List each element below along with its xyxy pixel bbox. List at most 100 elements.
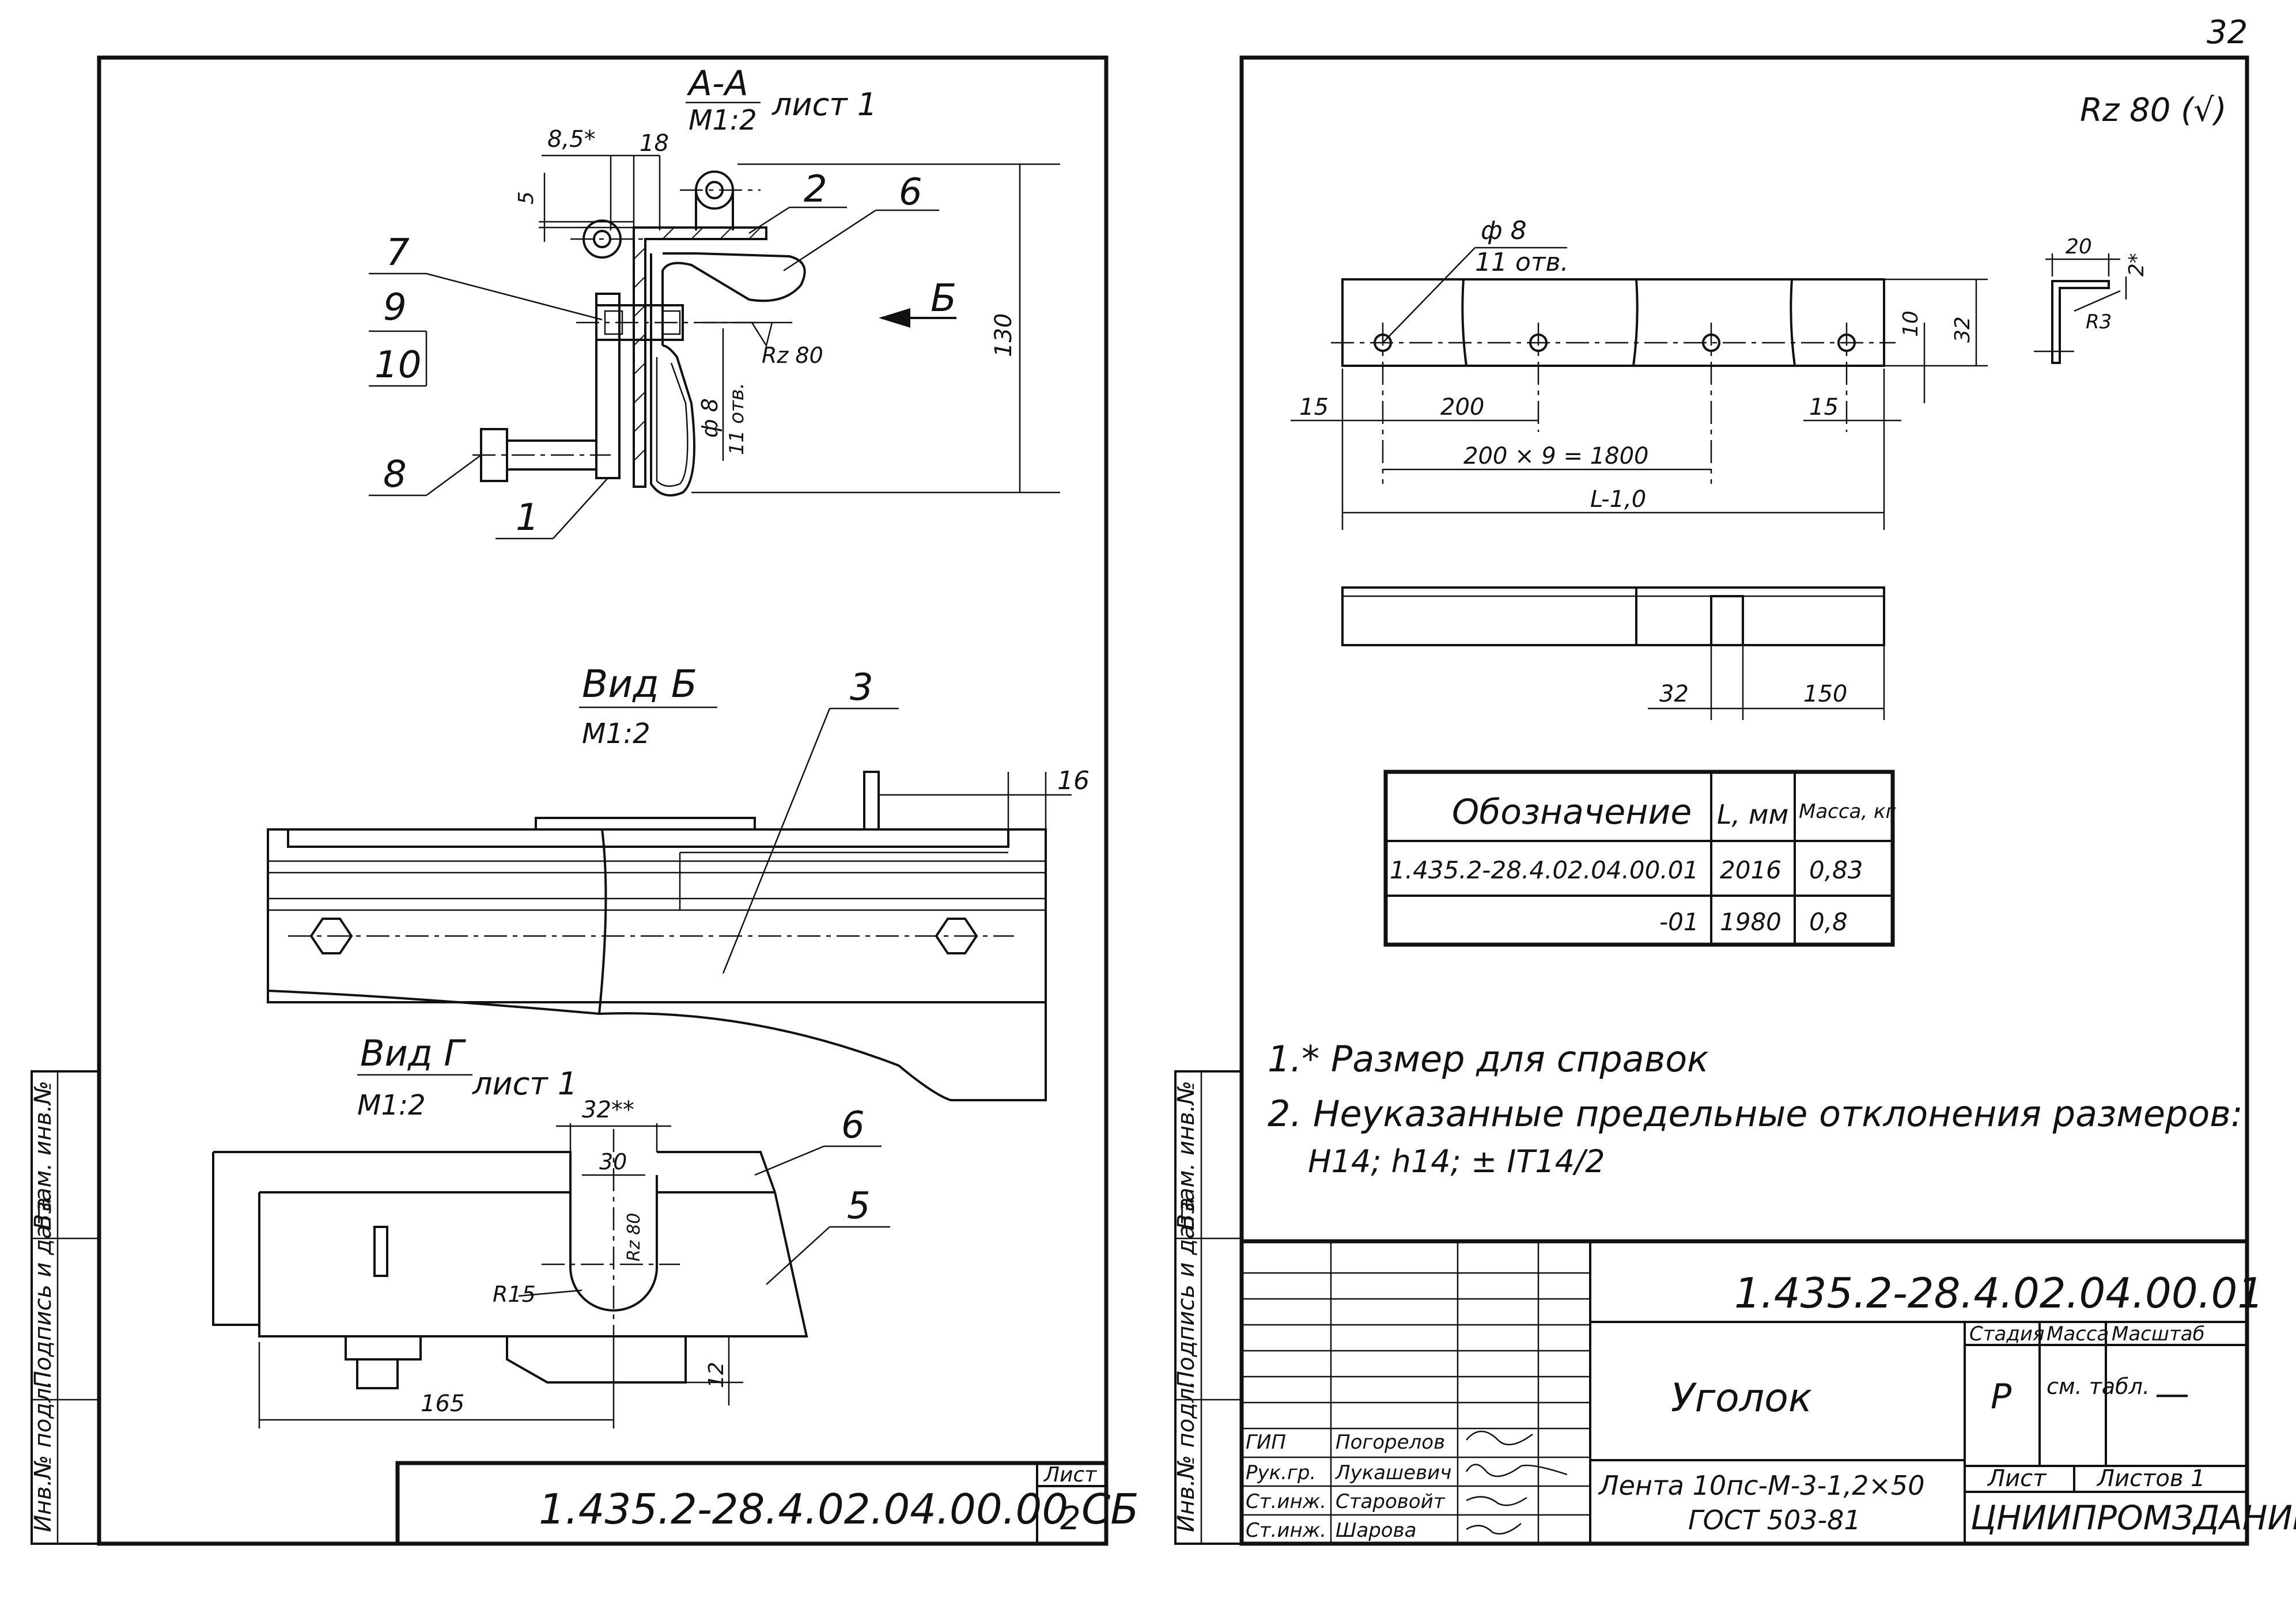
rough-small: Rz 80 xyxy=(624,1213,644,1261)
balloon-1: 1 xyxy=(516,497,539,539)
angle-profile xyxy=(2051,280,2110,364)
note-1: 1.* Размер для справок xyxy=(1268,1038,1709,1080)
strip-part-6-lower xyxy=(650,344,695,497)
dim-hole: ф 8 xyxy=(697,398,723,438)
dim-hole-count: 11 отв. xyxy=(725,382,748,455)
dim-2: 2* xyxy=(2125,253,2149,276)
dim-18: 18 xyxy=(640,130,669,157)
dim-5: 5 xyxy=(515,191,538,204)
dim-32: 32** xyxy=(582,1097,634,1123)
balloon-6b: 6 xyxy=(841,1104,865,1147)
tb-staff-role-3: Ст.инж. xyxy=(1246,1490,1326,1513)
title-block xyxy=(1239,1239,2249,1546)
angle-part-2 xyxy=(633,226,767,488)
tb-sheet: Лист xyxy=(1987,1465,2047,1492)
spec-row2-length: 1980 xyxy=(1720,908,1781,936)
view-b-arrow-label: Б xyxy=(930,276,956,320)
dim-20: 20 xyxy=(2066,235,2092,259)
spec-row1-length: 2016 xyxy=(1720,856,1781,884)
dim-200: 200 xyxy=(1440,394,1484,420)
tb-staff-role-4: Ст.инж. xyxy=(1246,1519,1326,1542)
hole-dia: ф 8 xyxy=(1481,216,1527,245)
balloon-7: 7 xyxy=(386,232,410,274)
view-b-scale: М1:2 xyxy=(582,718,650,750)
balloon-6: 6 xyxy=(899,171,922,214)
dim-32v: 32 xyxy=(1951,316,1975,343)
tb-staff-name-3: Старовойт xyxy=(1336,1490,1446,1513)
view-g-title: Вид Г xyxy=(360,1032,466,1074)
dim-12: 12 xyxy=(705,1362,728,1388)
signature-4 xyxy=(1466,1523,1522,1535)
dim-16: 16 xyxy=(1057,766,1090,795)
note-3: H14; h14; ± IT14/2 xyxy=(1308,1143,1605,1180)
leaders-aa xyxy=(369,206,939,540)
tb-col-mass: Масса xyxy=(2047,1323,2109,1346)
dim-10: 10 xyxy=(1899,310,1923,337)
left-stamp xyxy=(395,1461,1109,1546)
spec-table xyxy=(1383,770,1895,947)
spec-header-length: L, мм xyxy=(1717,799,1788,830)
tb-material-2: ГОСТ 503-81 xyxy=(1688,1505,1861,1536)
spec-row1-mass: 0,83 xyxy=(1809,856,1863,884)
note-2: 2. Неуказанные предельные отклонения раз… xyxy=(1268,1093,2243,1135)
left-doc-code: 1.435.2-28.4.02.04.00.00 СБ xyxy=(539,1485,1139,1533)
tb-stage: Р xyxy=(1991,1377,2012,1417)
tb-scale: — xyxy=(2155,1374,2189,1414)
tb-col-scale: Масштаб xyxy=(2112,1323,2205,1346)
tb-material-1: Лента 10пс-М-3-1,2×50 xyxy=(1598,1470,1924,1501)
balloon-9: 9 xyxy=(383,286,407,329)
roughness-mark: Rz 80 (√) xyxy=(2080,92,2227,129)
tb-mass: см. табл. xyxy=(2047,1374,2150,1399)
signature-3 xyxy=(1466,1496,1527,1506)
right-margin-inv: Инв.№ подл. xyxy=(1173,1381,1200,1532)
tb-staff-name-2: Лукашевич xyxy=(1334,1461,1451,1484)
hole-count: 11 отв. xyxy=(1475,248,1568,277)
section-aa-sheet-ref: лист 1 xyxy=(771,86,877,123)
dim-165: 165 xyxy=(421,1390,464,1417)
dim-r15: R15 xyxy=(493,1282,536,1307)
dim-length: L-1,0 xyxy=(1590,486,1646,513)
tb-organization: ЦНИИПРОМЗДАНИЙ xyxy=(1970,1498,2296,1537)
balloon-2: 2 xyxy=(804,168,827,211)
section-aa-title: А-А xyxy=(686,63,748,104)
view-b-drawing xyxy=(267,771,1047,1101)
signature-1 xyxy=(1466,1430,1533,1446)
rough-rz80: Rz 80 xyxy=(762,343,823,368)
left-margin-replace: Взам. инв.№ xyxy=(30,1081,56,1230)
dim-series: 200 × 9 = 1800 xyxy=(1463,443,1648,469)
left-sheet-number: 2 xyxy=(1060,1500,1081,1537)
signature-2 xyxy=(1465,1464,1568,1477)
tb-staff-role-2: Рук.гр. xyxy=(1246,1461,1316,1484)
strip-side-view xyxy=(1341,586,1885,720)
dim-r3: R3 xyxy=(2086,310,2112,334)
spec-row1-designation: 1.435.2-28.4.02.04.00.01 xyxy=(1390,856,1699,884)
spec-row2-mass: 0,8 xyxy=(1809,908,1848,936)
balloon-3: 3 xyxy=(850,666,873,709)
page-number: 32 xyxy=(2207,14,2248,51)
tb-col-stage: Стадия xyxy=(1969,1323,2044,1346)
right-sheet: 32 Инв.№ подл. Подпись и дата Взам. инв.… xyxy=(1173,14,2296,1546)
view-g-scale: М1:2 xyxy=(357,1089,426,1121)
strip-plan-view xyxy=(1331,278,1896,484)
tb-part-name: Уголок xyxy=(1671,1376,1812,1421)
plate-part-1 xyxy=(595,293,621,479)
spec-header-mass: Масса, кг xyxy=(1799,800,1897,823)
left-sheet-label: Лист xyxy=(1043,1463,1097,1487)
left-margin-strip xyxy=(31,1070,100,1545)
dim-15a: 15 xyxy=(1299,394,1329,420)
right-margin-signature: Подпись и дата xyxy=(1173,1198,1200,1388)
dim-30: 30 xyxy=(599,1149,627,1174)
balloon-5: 5 xyxy=(847,1185,871,1227)
tb-staff-name-4: Шарова xyxy=(1336,1519,1416,1542)
tb-sheets: Листов 1 xyxy=(2096,1465,2206,1492)
dim-15b: 15 xyxy=(1809,394,1839,420)
spec-row2-designation: -01 xyxy=(1659,908,1699,936)
strip-part-6-upper xyxy=(650,252,806,346)
dim-8-5: 8,5* xyxy=(547,126,596,153)
balloon-10: 10 xyxy=(375,344,421,386)
dim-32b: 32 xyxy=(1659,681,1689,707)
left-sheet: Инв.№ подл. Подпись и дата Взам. инв.№ А… xyxy=(30,55,1139,1546)
tb-staff-name-1: Погорелов xyxy=(1336,1431,1445,1454)
dim-150: 150 xyxy=(1803,681,1847,707)
